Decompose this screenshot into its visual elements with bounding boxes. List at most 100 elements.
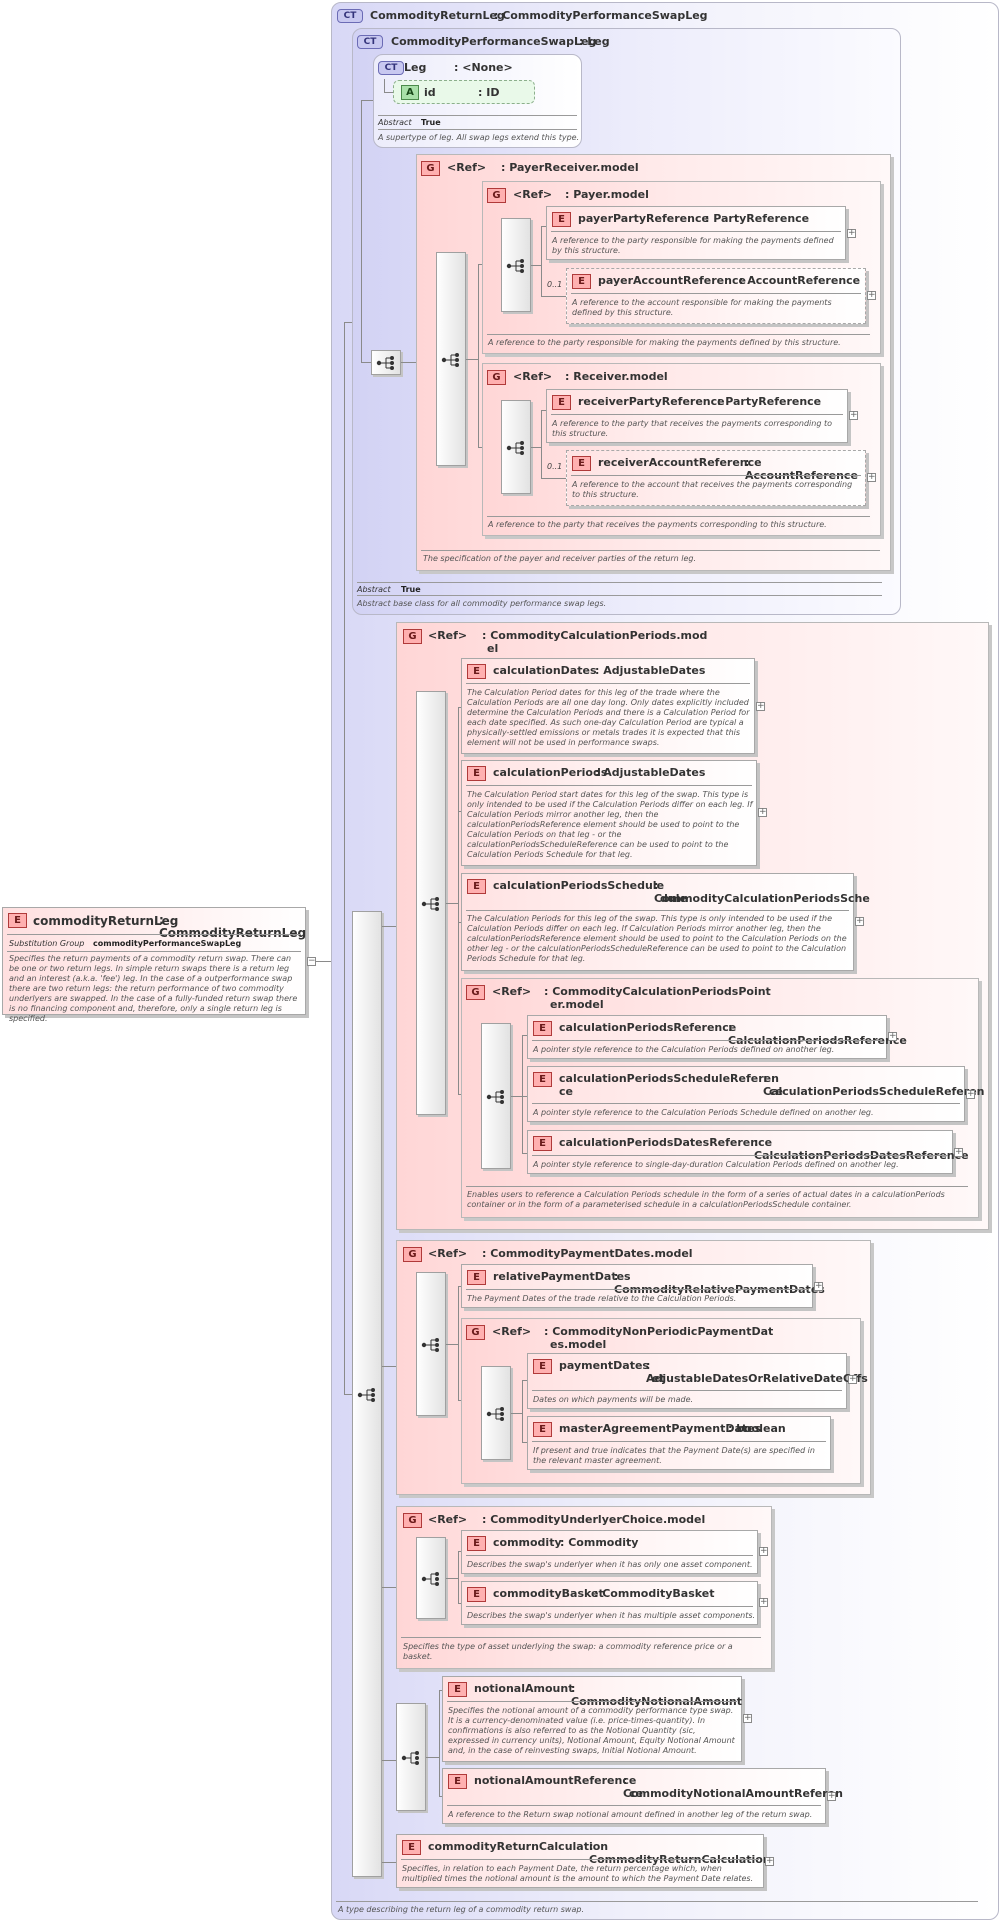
element-type: : PartyReference xyxy=(705,212,810,225)
connector-line xyxy=(522,1035,527,1036)
element-name: payerPartyReference xyxy=(578,212,709,225)
plus-expand-icon[interactable]: + xyxy=(743,1713,752,1723)
sequence-compositor[interactable] xyxy=(481,1023,511,1169)
sequence-compositor[interactable] xyxy=(371,350,401,375)
element-payerAccountReference[interactable]: E payerAccountReference : AccountReferen… xyxy=(566,268,866,324)
attribute-id[interactable]: A id : ID xyxy=(393,80,535,104)
element-icon: E xyxy=(467,1587,486,1602)
element-icon: E xyxy=(467,664,486,679)
element-icon: E xyxy=(467,1270,486,1285)
plus-expand-icon[interactable]: + xyxy=(758,807,767,817)
element-commodity[interactable]: E commodity : Commodity Describes the sw… xyxy=(461,1530,758,1574)
plus-expand-icon[interactable]: + xyxy=(966,1089,975,1099)
element-calculationPeriodsReference[interactable]: E calculationPeriodsReference : Calculat… xyxy=(527,1015,907,1059)
root-element-commodityReturnLeg[interactable]: E commodityReturnLeg : CommodityReturnLe… xyxy=(2,907,306,1023)
complex-type-base: : <None> xyxy=(454,61,513,74)
connector-line xyxy=(361,362,371,363)
group-type: : CommodityPaymentDates.model xyxy=(482,1247,693,1260)
element-calculationPeriodsDatesReference[interactable]: E calculationPeriodsDatesReference : Cal… xyxy=(527,1130,969,1174)
element-calculationDates[interactable]: E calculationDates : AdjustableDates The… xyxy=(461,658,755,754)
element-notionalAmountReference[interactable]: E notionalAmountReference : CommodityNot… xyxy=(442,1768,843,1824)
plus-expand-icon[interactable]: + xyxy=(756,701,765,711)
element-calculationPeriodsSchedule[interactable]: E calculationPeriodsSchedule : Commodity… xyxy=(461,873,870,971)
sequence-compositor-icon xyxy=(506,259,524,273)
plus-expand-icon[interactable]: + xyxy=(827,1791,836,1801)
sequence-compositor[interactable] xyxy=(436,252,466,466)
plus-expand-icon[interactable]: + xyxy=(867,290,876,300)
plus-expand-icon[interactable]: + xyxy=(814,1281,823,1291)
element-receiverAccountReference[interactable]: E receiverAccountReference : AccountRefe… xyxy=(566,450,866,506)
element-icon: E xyxy=(572,274,591,289)
element-icon: E xyxy=(533,1359,552,1374)
collapse-toggle-icon[interactable]: − xyxy=(307,956,316,966)
element-doc: Specifies, in relation to each Payment D… xyxy=(402,1864,754,1883)
plus-expand-icon[interactable]: + xyxy=(867,472,876,482)
plus-expand-icon[interactable]: + xyxy=(855,916,864,926)
sequence-compositor[interactable] xyxy=(481,1366,511,1460)
connector-line xyxy=(382,1760,396,1761)
plus-expand-icon[interactable]: + xyxy=(848,1374,857,1384)
substitution-group-value: commodityPerformanceSwapLeg xyxy=(93,939,242,948)
plus-expand-icon[interactable]: + xyxy=(849,410,858,420)
connector-line xyxy=(511,1096,522,1097)
element-type-line2: ce xyxy=(769,1085,783,1098)
element-notionalAmount[interactable]: E notionalAmount : CommodityNotionalAmou… xyxy=(442,1676,742,1762)
element-commodityBasket[interactable]: E commodityBasket : CommodityBasket Desc… xyxy=(461,1581,758,1625)
plus-expand-icon[interactable]: + xyxy=(847,228,856,238)
element-icon: E xyxy=(533,1136,552,1151)
connector-line xyxy=(541,296,566,297)
element-calculationPeriods[interactable]: E calculationPeriods : AdjustableDates T… xyxy=(461,760,757,866)
element-relativePaymentDates[interactable]: E relativePaymentDates : CommodityRelati… xyxy=(461,1264,825,1308)
divider xyxy=(551,414,843,415)
element-icon: E xyxy=(8,913,27,928)
element-icon: E xyxy=(533,1021,552,1036)
element-type: : boolean xyxy=(728,1422,786,1435)
plus-expand-icon[interactable]: + xyxy=(888,1031,897,1041)
connector-line xyxy=(361,100,362,362)
sequence-compositor-icon xyxy=(357,1388,375,1402)
element-type: : CommodityRelativePaymentDates xyxy=(614,1270,825,1296)
connector-line xyxy=(344,322,345,1394)
connector-line xyxy=(522,1096,527,1097)
sequence-compositor[interactable] xyxy=(416,1272,446,1416)
element-paymentDates[interactable]: E paymentDates : AdjustableDatesOrRelati… xyxy=(527,1353,868,1409)
plus-expand-icon[interactable]: + xyxy=(765,1856,774,1866)
connector-line xyxy=(478,264,482,265)
element-type: : CommodityReturnCalculation xyxy=(589,1840,771,1866)
element-name: commodityReturnCalculation xyxy=(428,1840,609,1853)
plus-expand-icon[interactable]: + xyxy=(954,1147,963,1157)
element-type-line2: dule xyxy=(660,892,687,905)
element-calculationPeriodsScheduleReference[interactable]: E calculationPeriodsScheduleReferen ce :… xyxy=(527,1066,985,1122)
group-ref: <Ref> xyxy=(492,985,532,998)
sequence-compositor[interactable] xyxy=(416,691,446,1115)
plus-expand-icon[interactable]: + xyxy=(759,1597,768,1607)
choice-compositor[interactable] xyxy=(396,1703,426,1811)
connector-line xyxy=(522,1380,523,1442)
sequence-compositor-icon xyxy=(421,1338,439,1352)
plus-expand-icon[interactable]: + xyxy=(759,1546,768,1556)
element-name: commodityBasket xyxy=(493,1587,604,1600)
element-doc: The Payment Dates of the trade relative … xyxy=(467,1294,737,1303)
element-doc: Describes the swap's underlyer when it h… xyxy=(467,1611,756,1620)
element-receiverPartyReference[interactable]: E receiverPartyReference : PartyReferenc… xyxy=(546,389,848,443)
element-payerPartyReference[interactable]: E payerPartyReference : PartyReference A… xyxy=(546,206,846,260)
element-icon: E xyxy=(467,879,486,894)
divider xyxy=(401,1637,761,1638)
choice-compositor[interactable] xyxy=(416,1537,446,1619)
sequence-compositor[interactable] xyxy=(501,400,531,494)
sequence-compositor[interactable] xyxy=(501,218,531,312)
group-doc: Enables users to reference a Calculation… xyxy=(467,1190,945,1209)
element-masterAgreementPaymentDates[interactable]: E masterAgreementPaymentDates : boolean … xyxy=(527,1416,831,1470)
group-icon: G xyxy=(403,1247,422,1262)
element-name: payerAccountReference xyxy=(598,274,746,287)
element-name: calculationPeriodsSchedule xyxy=(493,879,665,892)
divider xyxy=(7,934,301,935)
complex-type-name: CommodityReturnLeg xyxy=(370,9,505,22)
sequence-compositor[interactable] xyxy=(352,911,382,1877)
element-name: notionalAmountReference xyxy=(474,1774,637,1787)
divider xyxy=(447,1805,821,1806)
attribute-icon: A xyxy=(401,85,419,100)
group-type: : Payer.model xyxy=(565,188,649,201)
element-icon: E xyxy=(448,1682,467,1697)
element-commodityReturnCalculation[interactable]: E commodityReturnCalculation : Commodity… xyxy=(396,1834,771,1888)
